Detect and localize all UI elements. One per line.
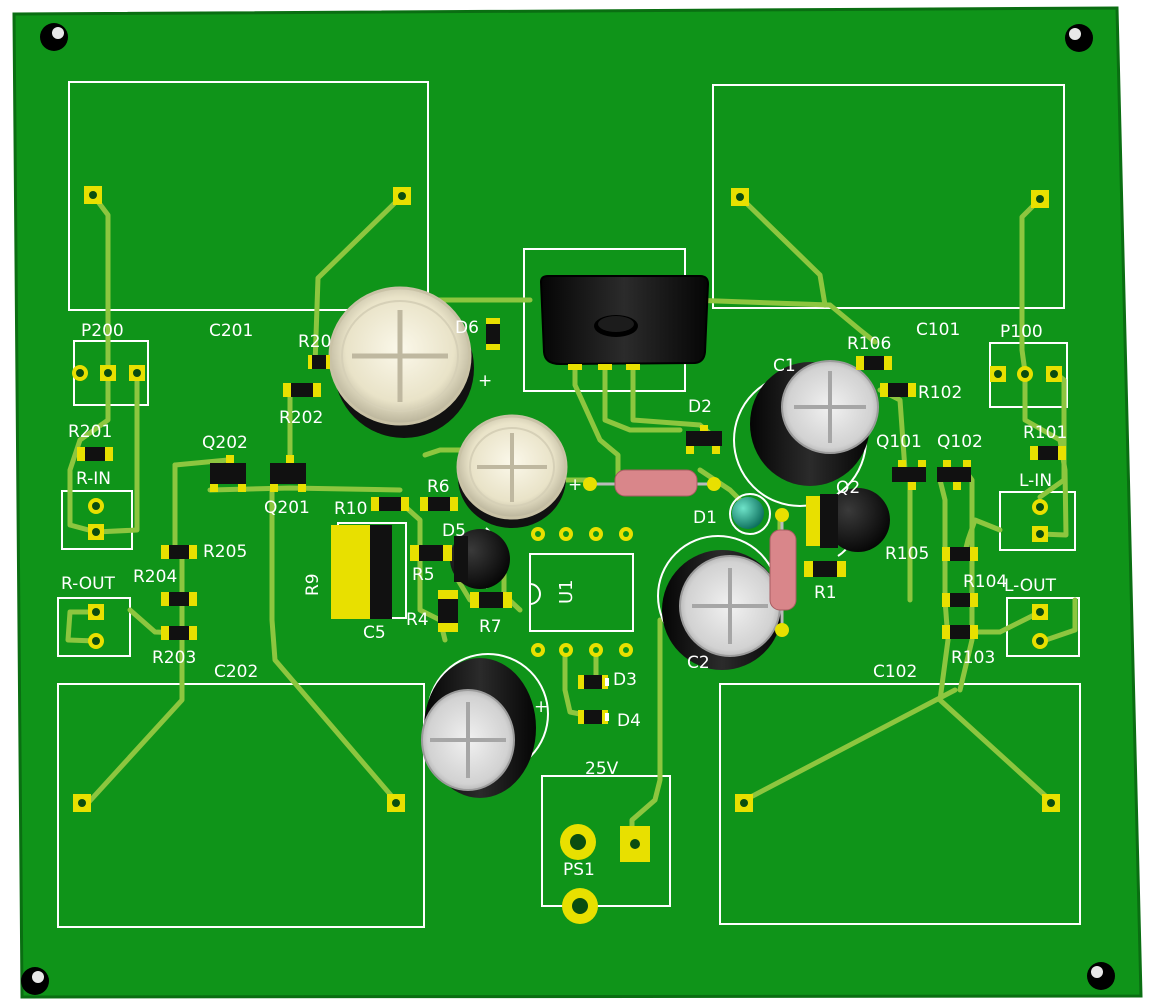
label-l-in: L-IN	[1019, 471, 1052, 491]
label-r5: R5	[412, 565, 435, 585]
label-r6: R6	[427, 477, 450, 497]
label-c102: C102	[873, 662, 917, 682]
label-d2: D2	[688, 397, 712, 417]
pcb-substrate	[12, 6, 1143, 999]
label-c202: C202	[214, 662, 258, 682]
smd-components	[77, 318, 1066, 724]
svg-text:+: +	[534, 697, 548, 717]
label-r205: R205	[203, 542, 247, 562]
label-r102: R102	[918, 383, 962, 403]
label-r104: R104	[963, 572, 1007, 592]
label-q2: Q2	[836, 478, 860, 498]
label-q201: Q201	[264, 498, 310, 518]
label-p200: P200	[81, 321, 124, 341]
label-c5: C5	[363, 623, 386, 643]
electrolytic-capacitor-c1	[733, 360, 879, 507]
label-q101: Q101	[876, 432, 922, 452]
label-r202: R202	[279, 408, 323, 428]
label-r101: R101	[1023, 423, 1067, 443]
led-d1	[729, 493, 771, 535]
svg-text:+: +	[478, 371, 492, 391]
axial-resistor-vertical	[769, 515, 797, 630]
label-r103: R103	[951, 648, 995, 668]
label-d1: D1	[693, 508, 717, 528]
label-u1: U1	[556, 579, 577, 604]
label-c1: C1	[773, 356, 796, 376]
label-r7: R7	[479, 617, 502, 637]
label-l-out: L-OUT	[1004, 576, 1057, 596]
u1-ic-footprint	[529, 527, 633, 657]
electrolytic-capacitor-medium-light: +	[456, 414, 582, 528]
label-p100: P100	[1000, 322, 1043, 342]
label-q202: Q202	[202, 433, 248, 453]
label-r9: R9	[303, 573, 323, 596]
mounting-holes	[21, 23, 1115, 995]
label-r20x: R20	[298, 332, 331, 352]
label-r-out: R-OUT	[61, 574, 116, 594]
diode-marks	[605, 678, 609, 721]
label-r204: R204	[133, 567, 177, 587]
label-r10: R10	[334, 499, 367, 519]
label-r203: R203	[152, 648, 196, 668]
silkscreen-labels: P200 C201 R20 D6 C101 P100 R202 R106 C1 …	[61, 318, 1067, 880]
electrolytic-capacitor-c2	[657, 535, 782, 670]
label-d4: D4	[617, 711, 641, 731]
box-capacitor-c5	[331, 522, 407, 619]
to92-transistor-q2	[806, 488, 890, 557]
label-c101: C101	[916, 320, 960, 340]
label-c2: C2	[687, 653, 710, 673]
label-ps1: PS1	[563, 860, 595, 880]
electrolytic-capacitor-large-light: +	[328, 286, 492, 438]
label-c201: C201	[209, 321, 253, 341]
sot23-transistors	[210, 425, 971, 492]
pad-holes	[76, 191, 1058, 914]
label-r4: R4	[406, 610, 429, 630]
label-r1: R1	[814, 583, 837, 603]
label-q102: Q102	[937, 432, 983, 452]
label-r106: R106	[847, 334, 891, 354]
label-r-in: R-IN	[76, 469, 111, 489]
svg-text:+: +	[568, 475, 582, 495]
to92-transistor-d5	[450, 527, 510, 589]
label-r105: R105	[885, 544, 929, 564]
label-d6: D6	[455, 318, 479, 338]
label-25v: 25V	[585, 759, 619, 779]
axial-resistor-horizontal	[590, 469, 714, 497]
electrolytic-capacitor-bottom: +	[421, 653, 549, 798]
label-d3: D3	[613, 670, 637, 690]
label-r201: R201	[68, 422, 112, 442]
bridge-rectifier	[539, 275, 710, 370]
label-d5: D5	[442, 521, 466, 541]
